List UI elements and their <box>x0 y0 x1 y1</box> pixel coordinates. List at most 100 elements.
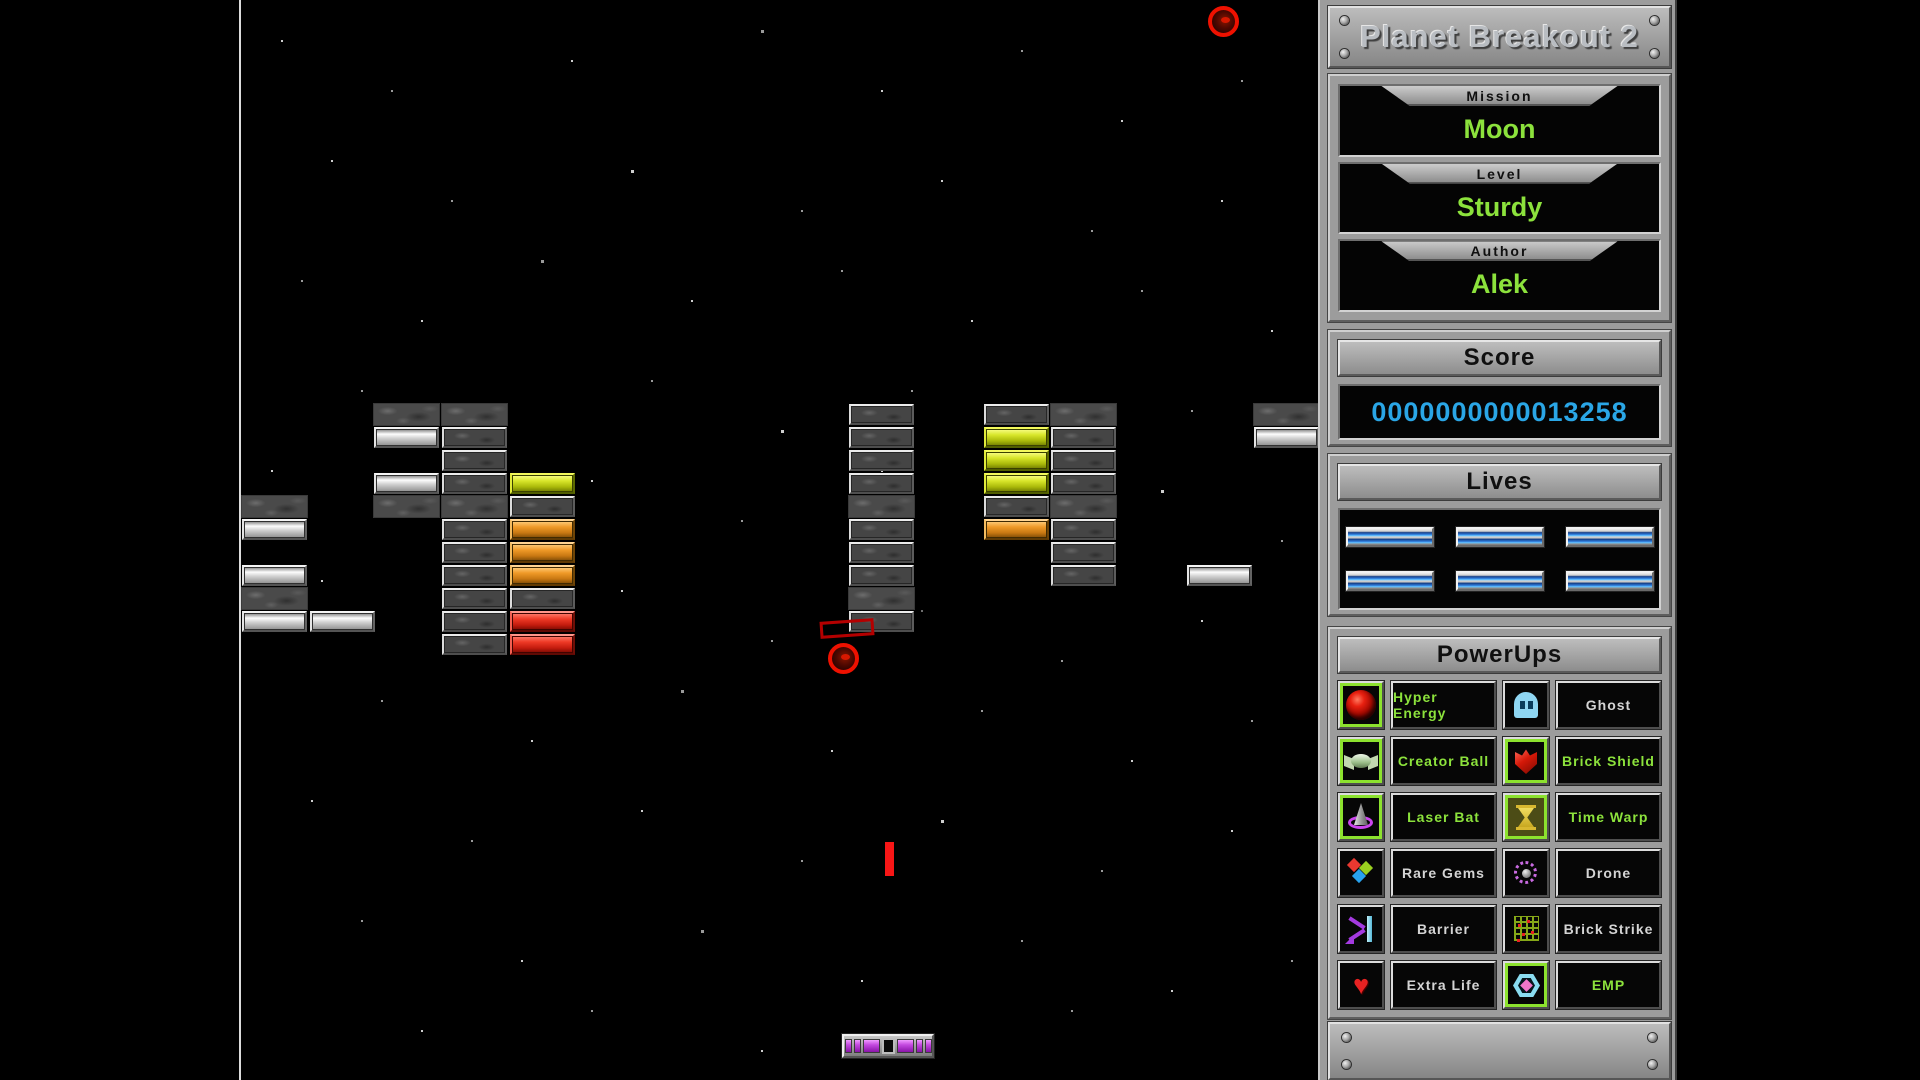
star <box>331 160 333 162</box>
star <box>621 590 623 592</box>
brick-fstone <box>848 426 915 449</box>
brick-fill <box>849 542 914 563</box>
star <box>311 800 313 802</box>
powerup-emp-label[interactable]: EMP <box>1555 960 1662 1010</box>
powerup-emp-icon[interactable] <box>1502 960 1550 1010</box>
title-plate: Planet Breakout 2 <box>1328 6 1671 68</box>
life-paddle-icon <box>1455 571 1544 591</box>
star <box>1161 490 1164 493</box>
emp-icon <box>1508 967 1544 1003</box>
brick-stone <box>241 495 308 518</box>
powerup-time-warp-label[interactable]: Time Warp <box>1555 792 1662 842</box>
brick-fill <box>442 427 507 448</box>
powerup-hyper-energy-icon[interactable] <box>1337 680 1385 730</box>
star <box>1241 80 1243 82</box>
star <box>541 260 544 263</box>
powerup-label-text: Rare Gems <box>1402 865 1485 881</box>
brick-fill <box>442 588 507 609</box>
brick-yellow <box>983 472 1050 495</box>
powerup-laser-bat-icon[interactable] <box>1337 792 1385 842</box>
brick-orange <box>509 541 576 564</box>
brick-fill <box>984 519 1049 540</box>
brick-fstone <box>441 472 508 495</box>
paddle[interactable] <box>842 1034 934 1058</box>
level-value: Sturdy <box>1456 191 1543 222</box>
powerup-time-warp-icon[interactable] <box>1502 792 1550 842</box>
screw-icon <box>1340 49 1349 58</box>
powerup-drone-label[interactable]: Drone <box>1555 848 1662 898</box>
screw-icon <box>1340 16 1349 25</box>
powerup-barrier-icon[interactable] <box>1337 904 1385 954</box>
powerup-brick-shield-icon[interactable] <box>1502 736 1550 786</box>
powerup-creator-ball-label[interactable]: Creator Ball <box>1390 736 1497 786</box>
brick-fstone <box>983 495 1050 518</box>
powerup-ghost-label[interactable]: Ghost <box>1555 680 1662 730</box>
brick-stone <box>1050 403 1117 426</box>
star <box>1171 990 1173 992</box>
powerup-laser-bat-label[interactable]: Laser Bat <box>1390 792 1497 842</box>
star <box>421 320 423 322</box>
brick-fill <box>310 611 375 632</box>
brick-fstone <box>441 541 508 564</box>
brick-fstone <box>509 587 576 610</box>
star <box>381 700 383 702</box>
powerup-label-text: Brick Shield <box>1562 753 1655 769</box>
powerup-ghost-icon[interactable] <box>1502 680 1550 730</box>
screw-icon <box>1650 49 1659 58</box>
ball <box>828 643 859 674</box>
brick-strike-icon <box>1508 911 1544 947</box>
powerup-hyper-energy-label[interactable]: Hyper Energy <box>1390 680 1497 730</box>
powerup-barrier-label[interactable]: Barrier <box>1390 904 1497 954</box>
brick-red <box>509 633 576 656</box>
brick-fill <box>849 565 914 586</box>
powerup-creator-ball-icon[interactable] <box>1337 736 1385 786</box>
star <box>451 200 453 202</box>
life-paddle-icon <box>1345 527 1434 547</box>
powerup-brick-strike-label[interactable]: Brick Strike <box>1555 904 1662 954</box>
powerup-rare-gems-label[interactable]: Rare Gems <box>1390 848 1497 898</box>
lives-panel: Lives <box>1328 454 1671 616</box>
star <box>1071 1010 1073 1012</box>
star <box>911 390 913 392</box>
star <box>1021 940 1023 942</box>
brick-fill <box>1051 542 1116 563</box>
powerup-extra-life-icon[interactable]: ♥ <box>1337 960 1385 1010</box>
star <box>1101 870 1103 872</box>
powerup-rare-gems-icon[interactable] <box>1337 848 1385 898</box>
brick-silver <box>1186 564 1253 587</box>
brick-fstone <box>848 449 915 472</box>
brick-fill <box>984 473 1049 494</box>
brick-fstone <box>848 472 915 495</box>
ghost-icon <box>1508 687 1544 723</box>
score-header: Score <box>1338 340 1661 376</box>
star <box>271 470 273 472</box>
powerup-drone-icon[interactable] <box>1502 848 1550 898</box>
life-paddle-icon <box>1565 571 1654 591</box>
brick-fill <box>1051 450 1116 471</box>
brick-fill <box>442 634 507 655</box>
star <box>881 90 883 92</box>
brick-fill <box>242 565 307 586</box>
drone-icon <box>1508 855 1544 891</box>
brick-fill <box>849 611 914 632</box>
game-field[interactable] <box>239 0 1318 1080</box>
star <box>1191 410 1193 412</box>
brick-fstone <box>1050 564 1117 587</box>
powerup-brick-strike-icon[interactable] <box>1502 904 1550 954</box>
star <box>281 40 283 42</box>
score-value: 0000000000013258 <box>1371 396 1628 427</box>
star <box>981 710 983 712</box>
ghost-brick-outline <box>819 618 875 639</box>
author-value: Alek <box>1470 269 1529 300</box>
powerup-brick-shield-label[interactable]: Brick Shield <box>1555 736 1662 786</box>
brick-silver <box>309 610 376 633</box>
powerup-extra-life-label[interactable]: Extra Life <box>1390 960 1497 1010</box>
screw-icon <box>1342 1033 1351 1042</box>
screw-icon <box>1342 1060 1351 1069</box>
brick-fill <box>984 427 1049 448</box>
star <box>861 980 863 982</box>
brick-fill <box>984 496 1049 517</box>
brick-silver <box>1253 426 1318 449</box>
